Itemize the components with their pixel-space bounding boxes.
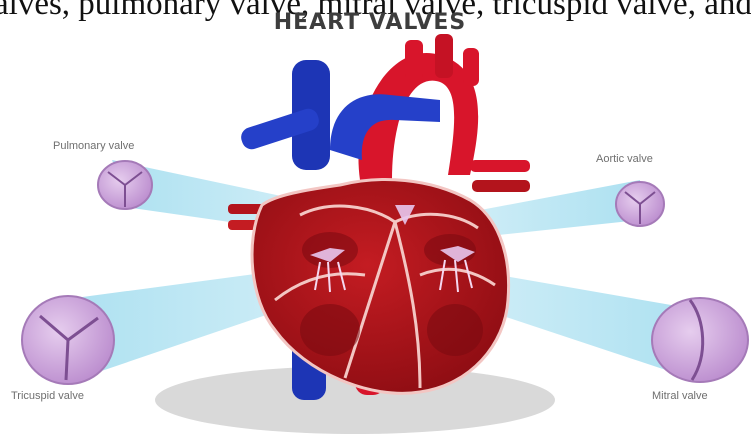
pulmonary-valve-icon bbox=[98, 161, 152, 209]
heart-body bbox=[252, 180, 509, 394]
label-tricuspid-valve: Tricuspid valve bbox=[11, 390, 84, 402]
label-mitral-valve: Mitral valve bbox=[652, 390, 708, 402]
mitral-valve-icon bbox=[652, 298, 748, 382]
pulmonary-vein-right bbox=[470, 160, 530, 172]
tricuspid-valve-icon bbox=[22, 296, 114, 384]
pulmonary-vein-right-2 bbox=[472, 180, 530, 192]
label-pulmonary-valve: Pulmonary valve bbox=[53, 140, 134, 152]
aortic-branch-2 bbox=[435, 34, 453, 78]
aortic-valve-icon bbox=[616, 182, 664, 226]
aortic-branch-1 bbox=[405, 40, 423, 80]
aortic-branch-3 bbox=[463, 48, 479, 86]
label-aortic-valve: Aortic valve bbox=[596, 153, 653, 165]
